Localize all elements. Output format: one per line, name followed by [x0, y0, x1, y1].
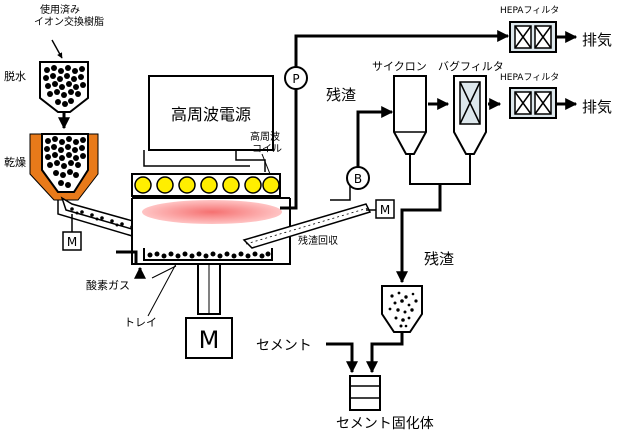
exhaust-mid-label: 排気	[582, 98, 612, 116]
cement-line	[326, 342, 354, 366]
svg-text:P: P	[292, 72, 299, 86]
recovery-motor: M	[375, 199, 395, 219]
cement-solid-label: セメント固化体	[336, 416, 434, 432]
resin-feed-arrow	[51, 39, 63, 59]
hf-power-box	[148, 75, 274, 151]
oxygen-leader	[151, 265, 177, 279]
bag-filter-label: バグフィルタ	[438, 59, 504, 73]
svg-text:B: B	[354, 172, 362, 186]
hepa-top-label: HEPAフィルタ	[500, 5, 559, 16]
hepa-mid-label: HEPAフィルタ	[500, 72, 559, 83]
hepa-filter-icon	[509, 21, 557, 53]
dry-label: 乾燥	[4, 156, 26, 169]
motor-icon: M	[199, 326, 220, 354]
cement-drum	[349, 375, 381, 411]
residue-top-label: 残渣	[326, 86, 356, 104]
hf-power-lead-right	[235, 150, 266, 172]
hf-coil-label-1: 高周波	[250, 130, 280, 143]
residue-recovery-pipe	[242, 203, 372, 249]
motor-icon: M	[67, 235, 77, 249]
main-motor: M	[185, 317, 233, 359]
plasma	[142, 200, 282, 224]
bag-filter	[453, 75, 487, 155]
cyclone	[393, 75, 427, 155]
blower-line	[356, 110, 380, 167]
tray-leader	[147, 263, 177, 317]
residue-collect-line	[409, 154, 471, 185]
tray-label: トレイ	[124, 316, 157, 329]
offgas-line	[280, 34, 500, 210]
motor-icon: M	[380, 203, 390, 217]
feeder-motor: M	[62, 231, 82, 251]
hf-coil	[134, 176, 280, 194]
cyclone-label: サイクロン	[372, 60, 427, 73]
oxygen-gas-label: 酸素ガス	[86, 278, 130, 292]
tray	[143, 248, 273, 261]
residue-drop-line	[400, 184, 442, 274]
used-resin-label-2: イオン交換樹脂	[34, 15, 104, 28]
hf-coil-leader	[261, 153, 271, 175]
residue-mid-label: 残渣	[424, 250, 454, 268]
residue-recovery-label: 残渣回収	[298, 234, 338, 247]
dewater-label: 脱水	[4, 69, 26, 83]
hepa-filter-icon	[509, 87, 557, 119]
blower-icon: B	[346, 166, 370, 190]
oxygen-inlet-pipe	[116, 250, 138, 264]
dewater-hopper	[39, 61, 89, 113]
residue-hopper	[381, 285, 423, 333]
blower-tap	[330, 184, 351, 201]
hf-coil-label-2: コイル	[252, 144, 282, 155]
pump-icon: P	[284, 66, 308, 90]
dryer	[29, 133, 99, 201]
used-resin-label-1: 使用済み	[40, 3, 80, 16]
cement-label: セメント	[256, 338, 312, 354]
hf-power-lead-left	[143, 150, 250, 167]
exhaust-top-label: 排気	[582, 31, 612, 49]
hf-power-label: 高周波電源	[171, 105, 251, 124]
residue-to-mixer	[370, 332, 404, 366]
